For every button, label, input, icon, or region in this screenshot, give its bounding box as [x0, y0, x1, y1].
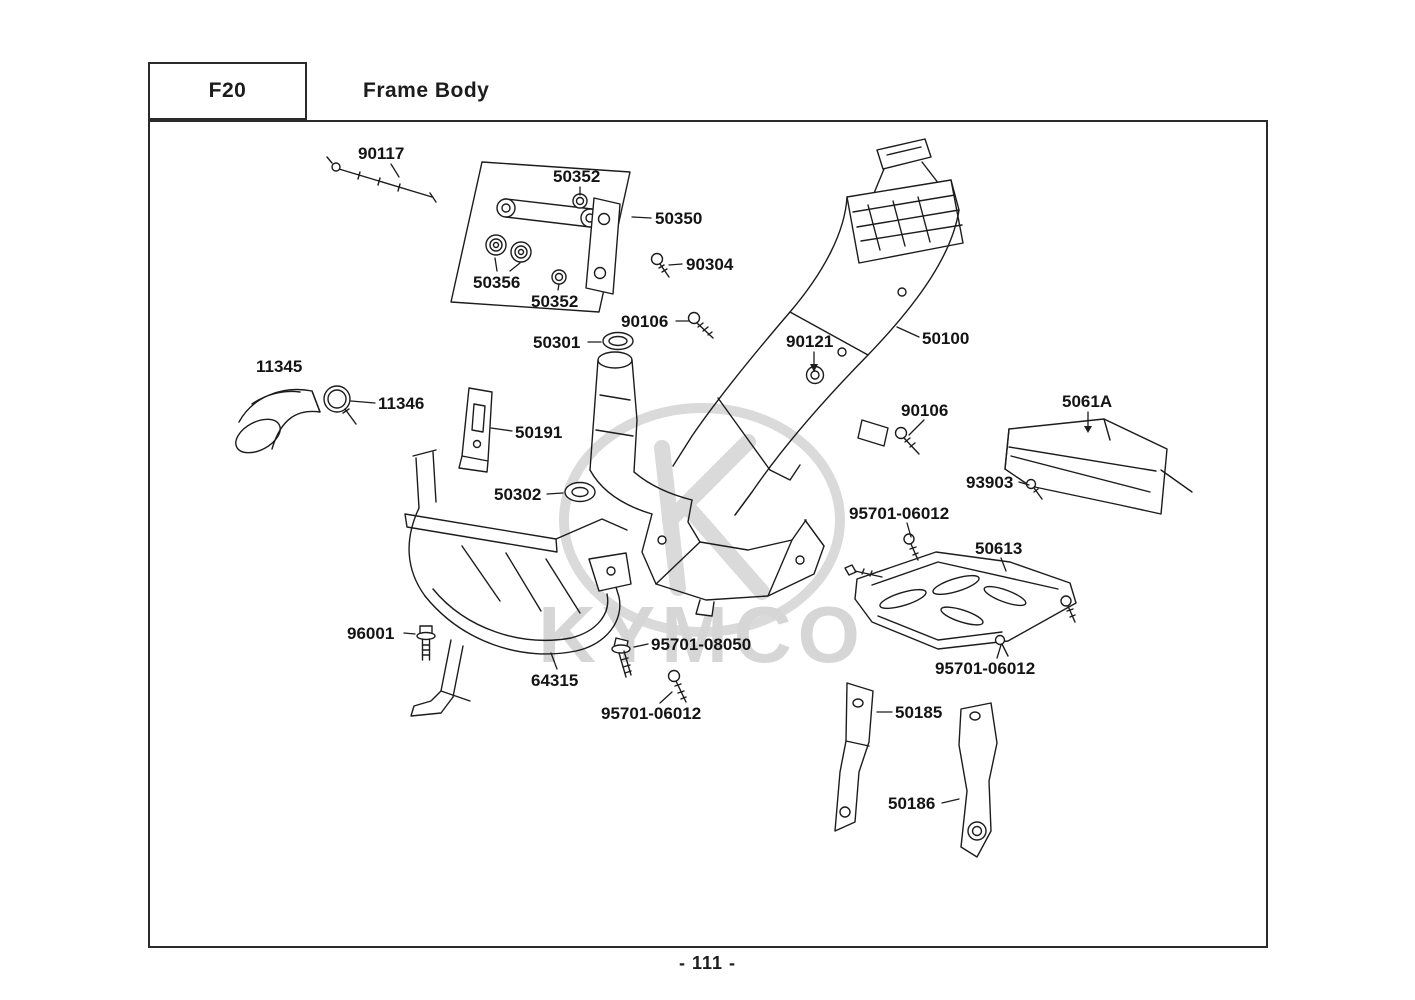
- part-label-95701-08050: 95701-08050: [651, 635, 752, 654]
- duct-5061A-art: [1004, 418, 1193, 515]
- part-label-90121: 90121: [786, 332, 834, 351]
- part-label-90106-a: 90106: [621, 312, 669, 331]
- bolt-90304-art: [650, 252, 670, 278]
- part-label-50352-b: 50352: [531, 292, 579, 311]
- part-label-95701-06012-c: 95701-06012: [935, 659, 1036, 678]
- bolt-95701-06012-c-art: [994, 595, 1076, 657]
- part-label-95701-06012-a: 95701-06012: [849, 504, 950, 523]
- part-label-64315: 64315: [531, 671, 579, 690]
- grommet-50302-art: [564, 481, 596, 503]
- part-label-96001: 96001: [347, 624, 395, 643]
- bracket-50185-art: [834, 682, 874, 832]
- link-assembly-50350-art: [450, 161, 631, 313]
- page-title: Frame Body: [363, 79, 490, 102]
- bracket-50186-art: [958, 702, 998, 858]
- cable-90117-art: [326, 156, 437, 203]
- part-label-50185: 50185: [895, 703, 943, 722]
- bolt-96001-art: [416, 625, 436, 661]
- part-label-50186: 50186: [888, 794, 936, 813]
- bolt-95701-08050-art: [611, 637, 632, 678]
- bracket-50191-art: [458, 387, 493, 473]
- page-number: - 111 -: [678, 953, 737, 973]
- part-label-50301: 50301: [533, 333, 581, 352]
- part-label-93903: 93903: [966, 473, 1014, 492]
- part-label-5061A: 5061A: [1062, 392, 1113, 411]
- part-label-50613: 50613: [975, 539, 1023, 558]
- part-label-50100: 50100: [922, 329, 970, 348]
- bolt-90106-upper-art: [687, 311, 714, 339]
- part-label-90106-b: 90106: [901, 401, 949, 420]
- part-label-50191: 50191: [515, 423, 563, 442]
- bolt-95701-06012-b-art: [844, 533, 919, 578]
- part-label-90117: 90117: [358, 144, 405, 163]
- part-label-50302: 50302: [494, 485, 542, 504]
- part-label-50350: 50350: [655, 209, 703, 228]
- air-duct-11345-art: [235, 388, 321, 454]
- part-label-11345: 11345: [256, 357, 303, 376]
- collar-50301-art: [602, 331, 634, 351]
- frame-body-50100-art: [589, 138, 964, 617]
- part-label-11346: 11346: [378, 394, 425, 413]
- part-label-50356: 50356: [473, 273, 521, 292]
- part-label-90304: 90304: [686, 255, 734, 274]
- clamp-11346-art: [323, 385, 357, 425]
- bolt-90106-right-art: [894, 426, 920, 455]
- front-carrier-64315-art: [404, 449, 632, 717]
- bolt-95701-06012-a-art: [667, 669, 687, 703]
- skid-plate-50613-art: [854, 551, 1077, 650]
- part-label-50352-a: 50352: [553, 167, 601, 186]
- section-code: F20: [208, 79, 247, 102]
- section-code-box: F20: [148, 62, 307, 120]
- leader-lines: [350, 163, 1092, 804]
- part-label-95701-06012-b: 95701-06012: [601, 704, 702, 723]
